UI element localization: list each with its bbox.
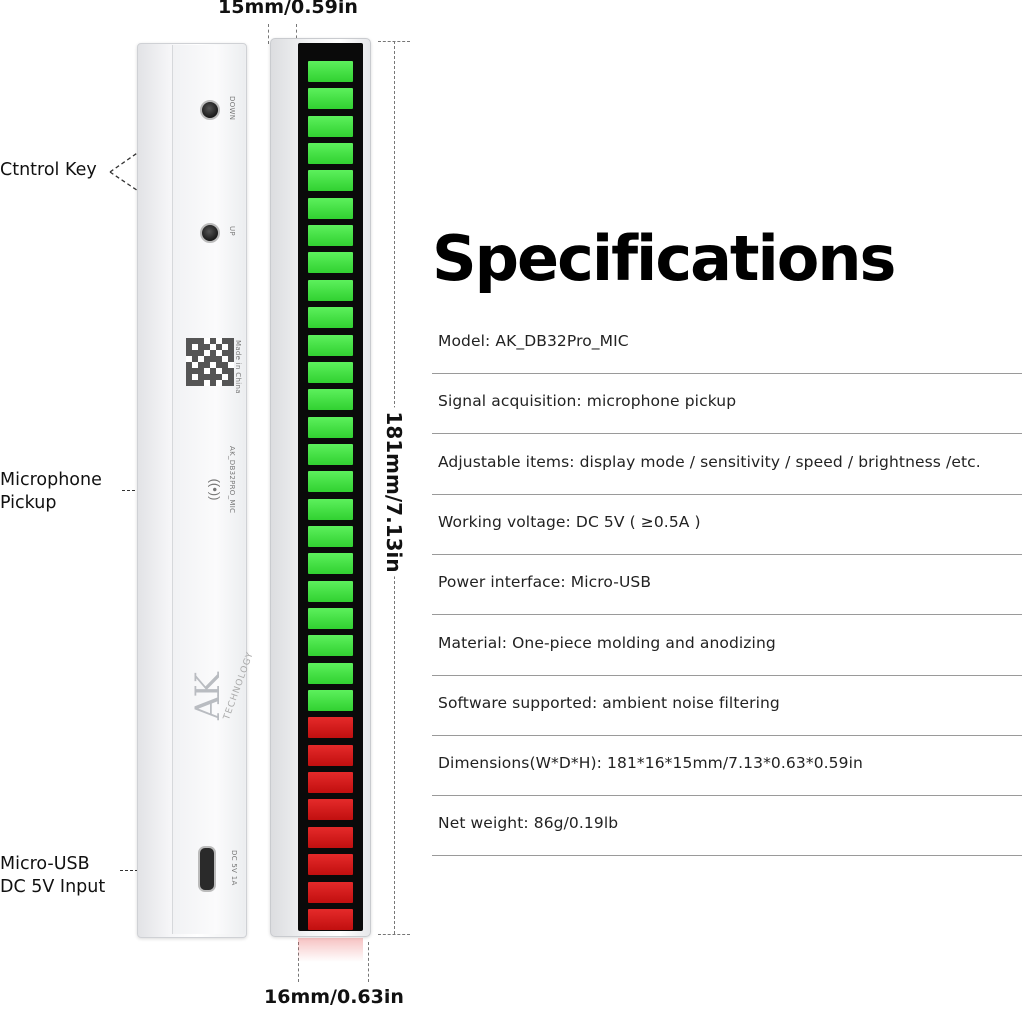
led-segment-green xyxy=(308,662,353,684)
led-segment-green xyxy=(308,389,353,411)
dimension-guide xyxy=(268,24,269,44)
spec-text: Net weight: 86g/0.19lb xyxy=(438,814,619,833)
depth-dimension-label: 16mm/0.63in xyxy=(264,986,404,1008)
spec-text: Material: One-piece molding and anodizin… xyxy=(438,633,776,652)
usb-label-line2: DC 5V Input xyxy=(0,877,106,897)
led-segment-green xyxy=(308,143,353,165)
led-segment-red xyxy=(308,717,353,739)
led-segment-green xyxy=(308,525,353,547)
led-segment-red xyxy=(308,908,353,930)
spec-row: Signal acquisition: microphone pickup xyxy=(432,373,1022,435)
spec-row: Software supported: ambient noise filter… xyxy=(432,675,1022,736)
usb-label-line1: Micro-USB xyxy=(0,854,90,874)
microphone-label-line1: Microphone xyxy=(0,470,102,490)
led-segment-red xyxy=(308,854,353,876)
specifications-title: Specifications xyxy=(432,222,896,295)
spec-row: Material: One-piece molding and anodizin… xyxy=(432,615,1022,676)
spec-row: Net weight: 86g/0.19lb xyxy=(432,795,1022,857)
qr-code xyxy=(186,338,234,386)
led-segment-green xyxy=(308,471,353,493)
led-segment-green xyxy=(308,635,353,657)
led-segment-green xyxy=(308,197,353,219)
led-segment-green xyxy=(308,170,353,192)
spec-text: Signal acquisition: microphone pickup xyxy=(438,392,737,411)
led-segment-green xyxy=(308,61,353,82)
led-segment-red xyxy=(308,772,353,794)
up-key-button[interactable] xyxy=(200,223,220,243)
led-segment-green xyxy=(308,279,353,301)
spec-row: Power interface: Micro-USB xyxy=(432,554,1022,616)
device-reflection xyxy=(298,938,363,962)
length-dimension-label: 181mm/7.13in xyxy=(382,407,406,577)
spec-text: Working voltage: DC 5V ( ≥0.5A ) xyxy=(438,512,701,531)
spec-text: Software supported: ambient noise filter… xyxy=(438,693,780,712)
spec-text: Adjustable items: display mode / sensiti… xyxy=(438,452,981,471)
led-segment-green xyxy=(308,608,353,629)
model-mark-label: AK_DB32PRO_MIC xyxy=(228,446,236,514)
made-in-label: Made in China xyxy=(234,340,242,394)
spec-row: Working voltage: DC 5V ( ≥0.5A ) xyxy=(432,494,1022,555)
dimension-guide xyxy=(298,942,299,982)
spec-row: Model: AK_DB32Pro_MIC xyxy=(432,313,1022,374)
device-back-face xyxy=(172,45,245,934)
led-segment-green xyxy=(308,225,353,247)
led-segment-green xyxy=(308,115,353,137)
spec-row: Adjustable items: display mode / sensiti… xyxy=(432,434,1022,495)
led-segment-green xyxy=(308,580,353,602)
power-mark-label: DC 5V 1A xyxy=(230,850,238,886)
dimension-guide xyxy=(296,24,297,44)
up-key-label: UP xyxy=(228,226,236,236)
led-segment-green xyxy=(308,88,353,110)
spec-row: Dimensions(W*D*H): 181*16*15mm/7.13*0.63… xyxy=(432,735,1022,797)
led-segment-red xyxy=(308,744,353,766)
brand-logo: AK xyxy=(188,674,228,720)
led-segment-red xyxy=(308,799,353,821)
led-segment-green xyxy=(308,334,353,356)
down-key-label: DOWN xyxy=(228,96,236,121)
dimension-guide xyxy=(378,934,410,935)
spec-text: Model: AK_DB32Pro_MIC xyxy=(438,332,629,350)
led-segment-red xyxy=(308,826,353,848)
led-segment-red xyxy=(308,881,353,903)
spec-text: Power interface: Micro-USB xyxy=(438,573,652,592)
led-level-panel xyxy=(298,43,363,931)
led-segment-green xyxy=(308,443,353,465)
led-segment-green xyxy=(308,307,353,329)
dimension-guide xyxy=(368,942,369,982)
led-segment-green xyxy=(308,553,353,575)
down-key-button[interactable] xyxy=(200,100,220,120)
led-segment-green xyxy=(308,416,353,438)
thickness-dimension-label: 15mm/0.59in xyxy=(218,0,358,18)
led-segment-green xyxy=(308,690,353,712)
led-segment-green xyxy=(308,252,353,274)
microphone-icon: ((•)) xyxy=(207,478,223,501)
spec-text: Dimensions(W*D*H): 181*16*15mm/7.13*0.63… xyxy=(438,754,863,773)
led-segment-green xyxy=(308,498,353,520)
led-segment-green xyxy=(308,361,353,383)
microphone-label-line2: Pickup xyxy=(0,493,57,513)
control-key-label: Ctntrol Key xyxy=(0,160,97,180)
micro-usb-port xyxy=(198,846,216,892)
